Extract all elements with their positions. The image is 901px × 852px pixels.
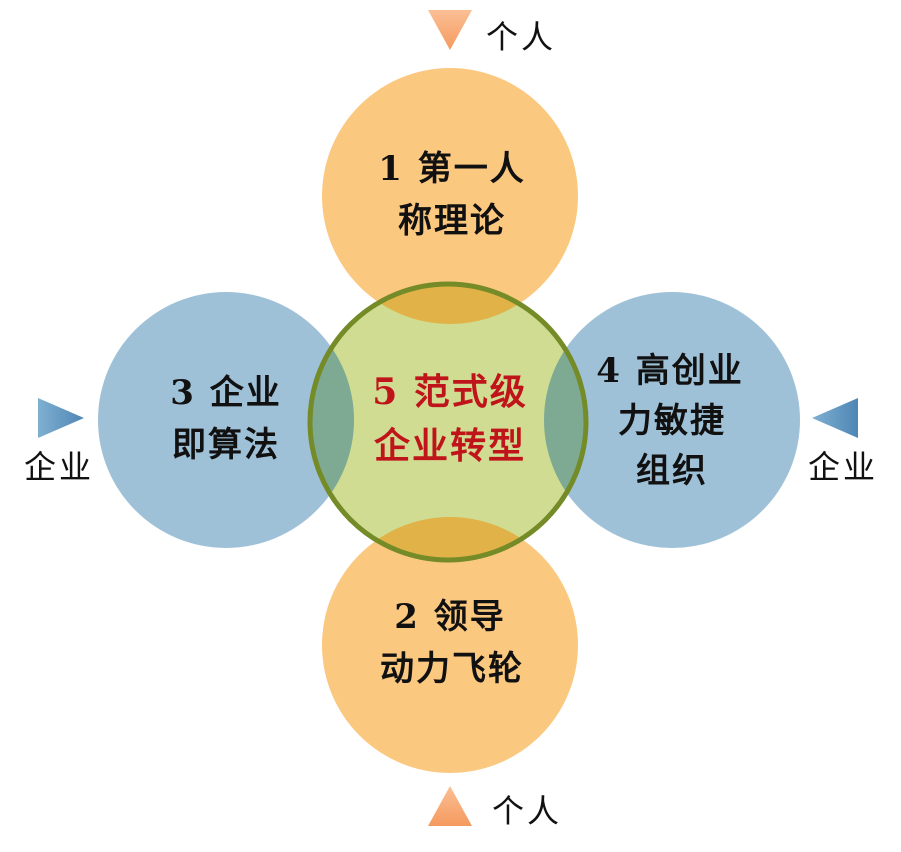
circle-top-label-line2: 称理论	[398, 201, 506, 241]
circle-bottom	[322, 517, 578, 773]
circle-right-label-line1: 4 高创业	[596, 351, 744, 391]
circle-top-label-line1: 1 第一人	[378, 149, 526, 189]
circle-right-label-line2: 力敏捷	[618, 401, 726, 441]
circle-left	[98, 292, 354, 548]
marker-bottom-label: 个人	[492, 792, 562, 830]
circle-right	[544, 292, 800, 548]
circle-top	[322, 68, 578, 324]
triangle-down-icon	[428, 10, 472, 50]
circle-bottom-label-line1: 2 领导	[394, 597, 506, 637]
circle-center-label-line1: 5 范式级	[372, 371, 528, 413]
triangle-right-icon	[38, 398, 84, 438]
marker-top-label: 个人	[486, 18, 556, 56]
marker-right-label: 企业	[808, 448, 878, 486]
circle-center	[308, 282, 588, 562]
circle-left-label-line2: 即算法	[172, 425, 280, 465]
marker-left-label: 企业	[24, 448, 94, 486]
triangle-left-icon	[812, 398, 858, 438]
triangle-up-icon	[428, 786, 472, 826]
circle-left-label-line1: 3 企业	[170, 373, 282, 413]
circle-right-label-line3: 组织	[636, 451, 708, 491]
circle-center-border	[307, 281, 589, 563]
circle-center-label-line2: 企业转型	[374, 425, 526, 467]
circle-bottom-label-line2: 动力飞轮	[380, 649, 524, 689]
